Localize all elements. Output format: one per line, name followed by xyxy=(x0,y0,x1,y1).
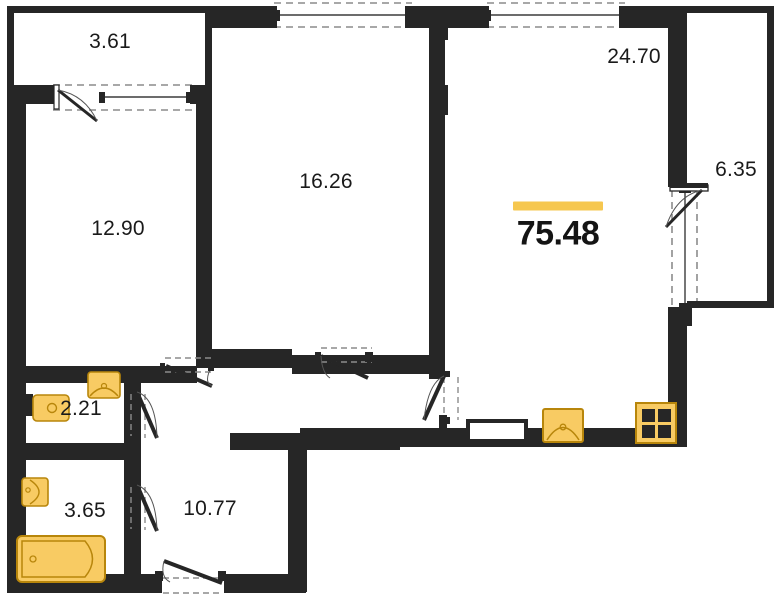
total-area-block: 75.48 xyxy=(513,201,603,253)
door-bathroom-wc xyxy=(127,388,159,443)
room-label-balcony-top-left: 3.61 xyxy=(89,30,131,53)
window-balcony-right xyxy=(671,186,698,311)
room-label-hallway: 10.77 xyxy=(183,497,237,520)
toilet-fixture xyxy=(17,394,70,422)
room-label-balcony-right: 6.35 xyxy=(715,158,757,181)
room-label-bathroom-wc: 2.21 xyxy=(60,397,102,420)
total-area-accent-bar xyxy=(513,201,603,211)
room-label-bedroom-middle: 16.26 xyxy=(299,170,353,193)
door-bedroom-left xyxy=(160,357,214,388)
door-bedroom-middle xyxy=(315,347,373,380)
room-label-bedroom-left: 12.90 xyxy=(91,217,145,240)
room-label-bathroom-main: 3.65 xyxy=(64,499,106,522)
bathtub-fixture xyxy=(16,535,106,583)
door-balcony-right xyxy=(664,183,709,229)
room-label-living-kitchen: 24.70 xyxy=(607,45,661,68)
washbasin-fixture xyxy=(17,477,49,507)
walls xyxy=(7,6,774,593)
door-bathroom-main xyxy=(127,480,159,536)
window-bedroom-middle xyxy=(273,2,413,28)
kitchen-sink-fixture xyxy=(542,408,584,443)
door-entrance xyxy=(155,559,226,594)
counter-unit-fixture xyxy=(466,419,528,443)
door-living-hall xyxy=(422,371,459,424)
stove-hob-fixture xyxy=(635,402,677,444)
sink-small-fixture xyxy=(87,371,121,399)
door-balcony-top-left xyxy=(53,84,98,123)
total-area-value: 75.48 xyxy=(516,214,600,253)
window-balcony-top-left xyxy=(53,84,194,111)
window-living-kitchen xyxy=(484,2,626,28)
